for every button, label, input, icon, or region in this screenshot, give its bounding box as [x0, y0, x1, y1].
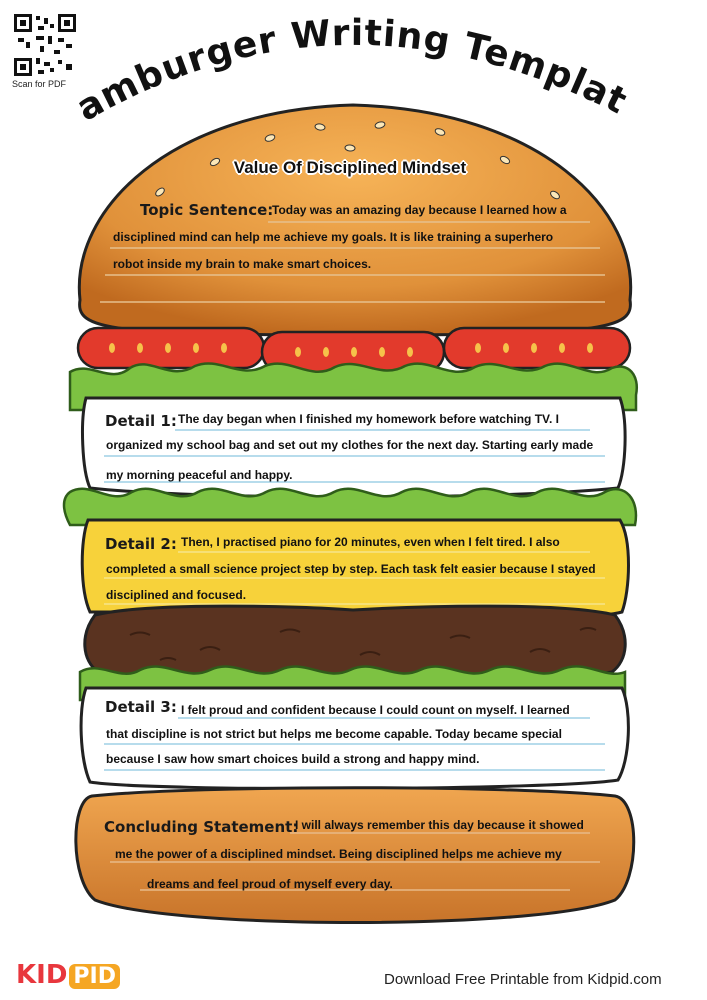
logo-text-pid: PID [69, 964, 120, 989]
sesame-seeds [155, 121, 560, 200]
detail1-line-2: organized my school bag and set out my c… [106, 438, 594, 452]
detail3-line-3: because I saw how smart choices build a … [106, 752, 480, 766]
topic-line-2: disciplined mind can help me achieve my … [113, 230, 554, 244]
topic-line-1: Today was an amazing day because I learn… [272, 203, 567, 217]
detail3-label: Detail 3: [105, 698, 177, 716]
detail2-label: Detail 2: [105, 535, 177, 553]
detail3-line-2: that discipline is not strict but helps … [106, 727, 562, 741]
topic-sentence-label: Topic Sentence: [140, 201, 274, 219]
detail2-line-3: disciplined and focused. [106, 588, 247, 602]
download-footer-text: Download Free Printable from Kidpid.com [384, 971, 662, 988]
detail3-line-1: I felt proud and confident because I cou… [181, 703, 570, 717]
lettuce-middle [62, 487, 638, 527]
worksheet-subtitle: Value Of Disciplined Mindset [233, 158, 467, 177]
logo-text-kid: KID [16, 960, 68, 990]
qr-code-icon [14, 14, 76, 76]
detail2-line-1: Then, I practised piano for 20 minutes, … [181, 535, 560, 549]
detail2-line-2: completed a small science project step b… [106, 562, 596, 576]
detail1-line-3: my morning peaceful and happy. [106, 468, 293, 482]
concluding-statement-label: Concluding Statement: [104, 818, 299, 836]
detail1-line-1: The day began when I finished my homewor… [178, 412, 559, 426]
top-bun [77, 103, 633, 337]
qr-caption: Scan for PDF [12, 79, 67, 89]
conclusion-line-2: me the power of a disciplined mindset. B… [115, 847, 562, 861]
topic-line-3: robot inside my brain to make smart choi… [113, 257, 372, 271]
conclusion-line-3: dreams and feel proud of myself every da… [147, 877, 393, 891]
bottom-bun [74, 786, 636, 924]
conclusion-line-1: I will always remember this day because … [295, 818, 584, 832]
detail1-label: Detail 1: [105, 412, 177, 430]
